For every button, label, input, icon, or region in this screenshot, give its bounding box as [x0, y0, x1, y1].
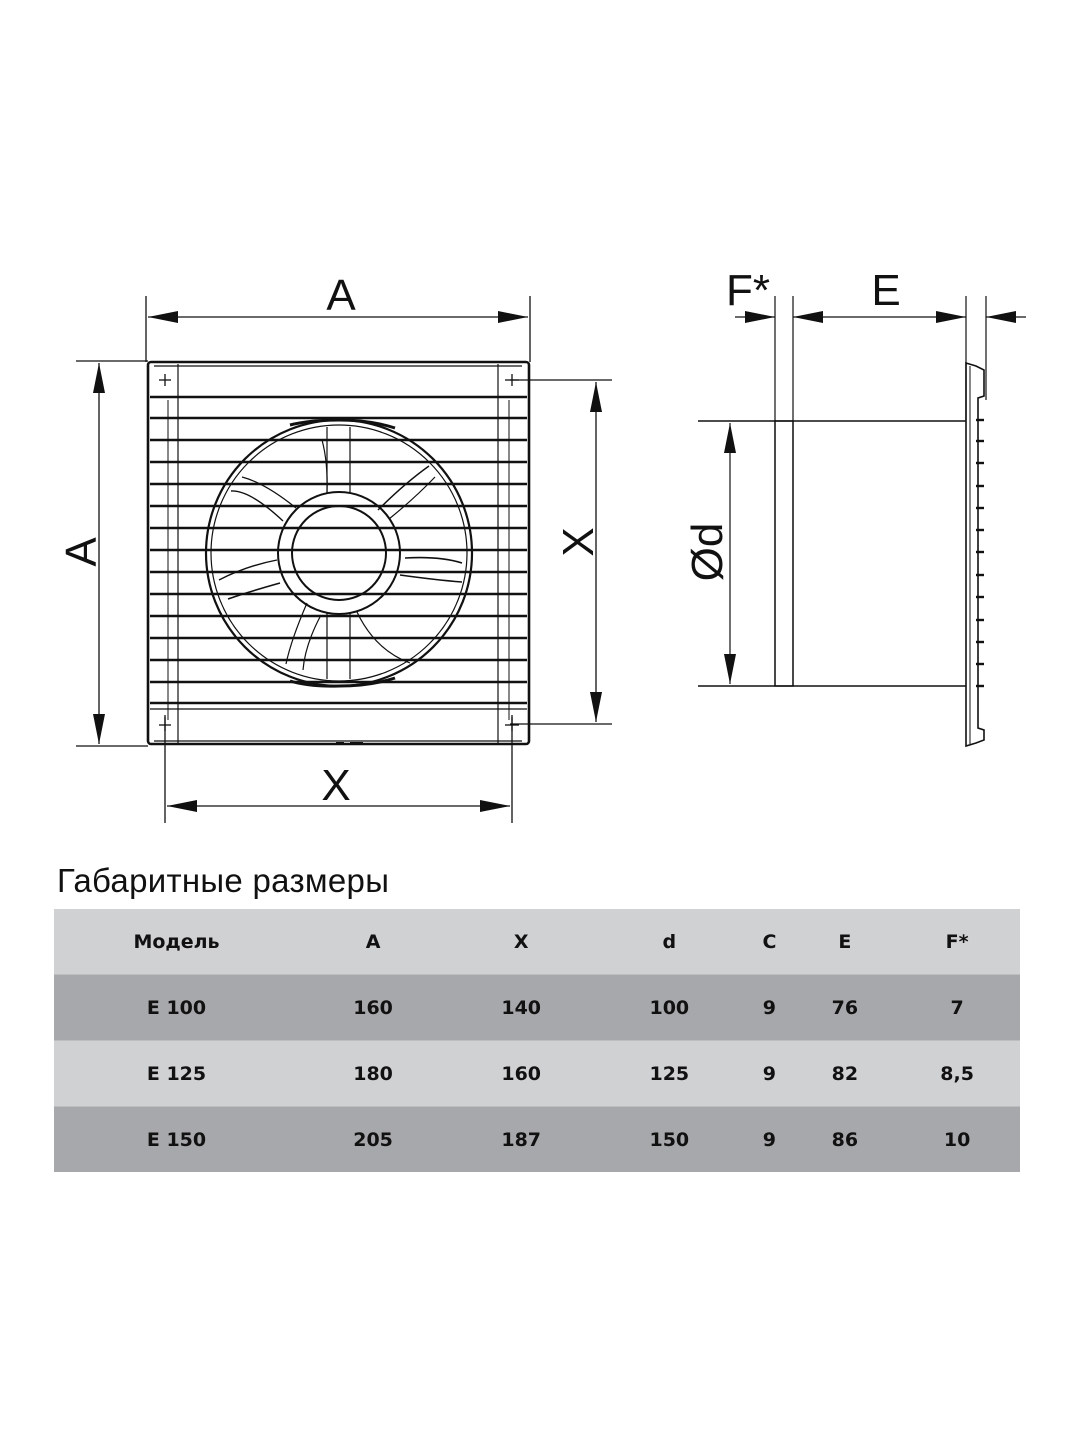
cell-d: 125 [649, 1062, 690, 1085]
cell-e: 82 [831, 1062, 859, 1085]
cell-model: E 150 [146, 1128, 207, 1151]
technical-drawing: A A X X [57, 266, 1026, 823]
cell-c: 9 [762, 1128, 777, 1151]
cell-e: 76 [831, 996, 859, 1019]
cell-x: 187 [501, 1128, 542, 1151]
dimension-label-x-bottom: X [321, 761, 350, 810]
column-header-a: A [365, 930, 381, 953]
cell-model: E 100 [146, 996, 207, 1019]
side-louver-marks [976, 418, 984, 688]
column-header-c: C [762, 930, 777, 953]
cell-a: 160 [353, 996, 393, 1019]
column-header-model: Модель [133, 930, 220, 953]
cell-x: 140 [501, 996, 542, 1019]
cell-model: E 125 [146, 1062, 207, 1085]
dimensions-table: Модель A X d C E F* E 100 160 140 100 9 … [54, 909, 1020, 1172]
cell-c: 9 [762, 1062, 777, 1085]
cell-d: 100 [649, 996, 690, 1019]
cell-c: 9 [762, 996, 777, 1019]
cell-a: 205 [353, 1128, 393, 1151]
column-header-e: E [838, 930, 852, 953]
cell-e: 86 [831, 1128, 859, 1151]
dimension-label-x-right: X [554, 527, 603, 556]
section-title: Габаритные размеры [57, 862, 390, 899]
cell-f: 7 [950, 996, 964, 1019]
dimension-label-e: E [871, 266, 900, 315]
table-row: E 150 205 187 150 9 86 10 [54, 1106, 1020, 1172]
column-header-x: X [513, 930, 529, 953]
grill-louvers [150, 395, 527, 705]
table-header-row: Модель A X d C E F* [54, 909, 1020, 975]
column-header-f: F* [945, 930, 969, 953]
dimension-label-a-top: A [326, 271, 356, 320]
cell-f: 10 [943, 1128, 971, 1151]
front-view: A A X X [57, 271, 612, 823]
table-row: E 100 160 140 100 9 76 7 [54, 974, 1020, 1041]
cell-a: 180 [353, 1062, 393, 1085]
column-header-d: d [662, 930, 677, 953]
dimension-label-a-left: A [57, 537, 106, 567]
table-row: E 125 180 160 125 9 82 8,5 [54, 1040, 1020, 1107]
cell-x: 160 [501, 1062, 542, 1085]
side-view: F* E Ød [683, 266, 1026, 748]
screw-mark-icons [159, 374, 519, 731]
dimension-label-f: F* [726, 266, 770, 315]
cell-d: 150 [649, 1128, 690, 1151]
cell-f: 8,5 [940, 1062, 974, 1085]
dimension-label-diameter: Ød [683, 523, 732, 582]
